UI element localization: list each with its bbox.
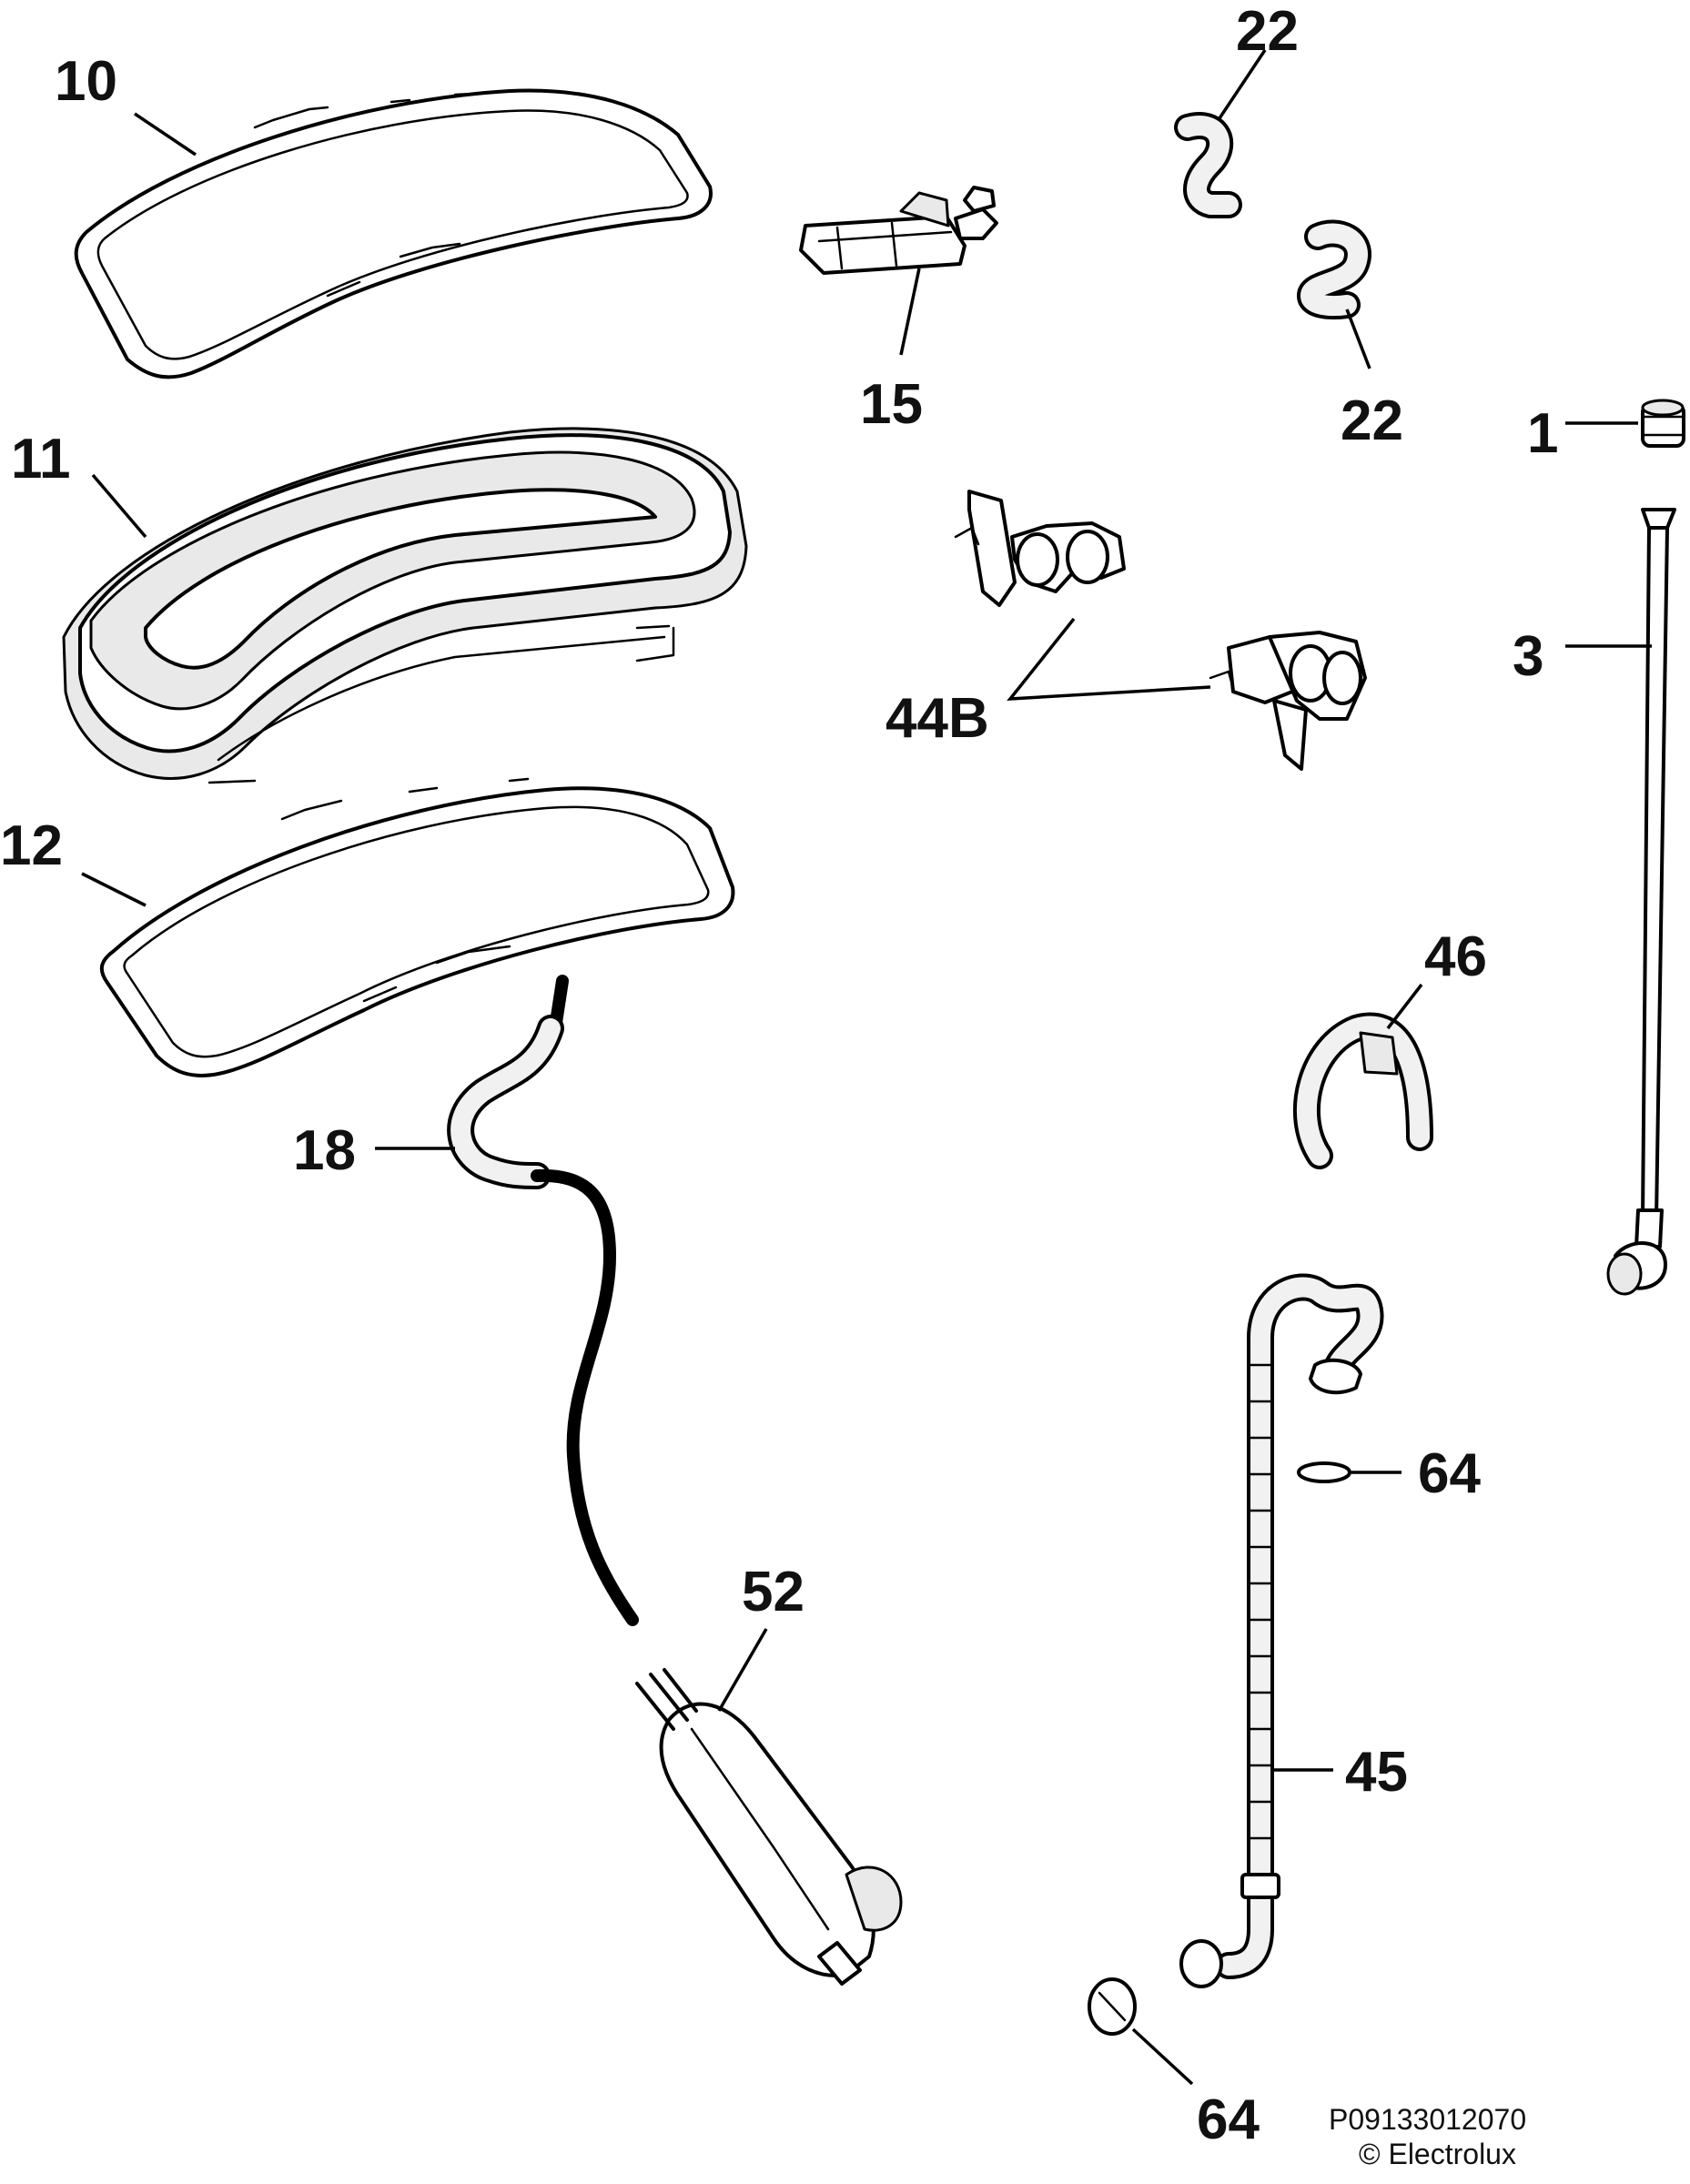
part-44b-clip-lower	[1209, 631, 1367, 771]
part-44b-clip-upper	[954, 490, 1126, 607]
label-22a: 22	[1236, 0, 1299, 63]
copyright: © Electrolux	[1359, 2138, 1516, 2170]
label-10: 10	[55, 50, 117, 113]
part-10-gasket-frame	[74, 88, 713, 379]
label-22b: 22	[1341, 389, 1403, 452]
label-64b: 64	[1197, 2088, 1260, 2151]
leader-22a	[1218, 49, 1267, 119]
part-22-elbow-hose-upper	[1174, 112, 1242, 218]
diagram-code: P09133012070	[1329, 2103, 1526, 2136]
part-64-clamp-lower	[1088, 1977, 1137, 2036]
part-64-clamp-upper	[1297, 1461, 1351, 1483]
leader-46	[1386, 983, 1423, 1030]
part-1-cap	[1641, 399, 1685, 448]
leader-52	[717, 1628, 768, 1712]
label-45: 45	[1345, 1741, 1408, 1804]
label-1: 1	[1527, 402, 1558, 465]
leader-44b	[1007, 617, 1211, 701]
part-15-valve-block	[799, 186, 998, 275]
label-46: 46	[1424, 925, 1487, 988]
part-46-u-clip	[1293, 1012, 1433, 1169]
part-3-inlet-hose	[1606, 508, 1676, 1296]
label-52: 52	[742, 1561, 805, 1623]
leader-12	[81, 872, 147, 907]
leader-64b	[1131, 2027, 1194, 2086]
label-15: 15	[860, 373, 923, 436]
part-18-hose	[447, 975, 639, 1626]
label-18: 18	[293, 1119, 356, 1182]
part-52-connector	[635, 1668, 903, 1986]
part-12-gasket-frame	[99, 777, 735, 1077]
part-22-elbow-hose-lower	[1297, 219, 1371, 320]
label-3: 3	[1513, 625, 1543, 688]
leader-10	[134, 112, 197, 157]
leader-22b	[1345, 308, 1371, 369]
label-64a: 64	[1418, 1442, 1481, 1505]
leader-11	[91, 473, 147, 539]
part-45-drain-hose	[1179, 1273, 1384, 1988]
leader-15	[899, 268, 921, 356]
label-44b: 44B	[885, 687, 989, 750]
part-11-door-boot	[62, 427, 748, 784]
label-11: 11	[11, 428, 71, 490]
label-12: 12	[0, 814, 63, 877]
